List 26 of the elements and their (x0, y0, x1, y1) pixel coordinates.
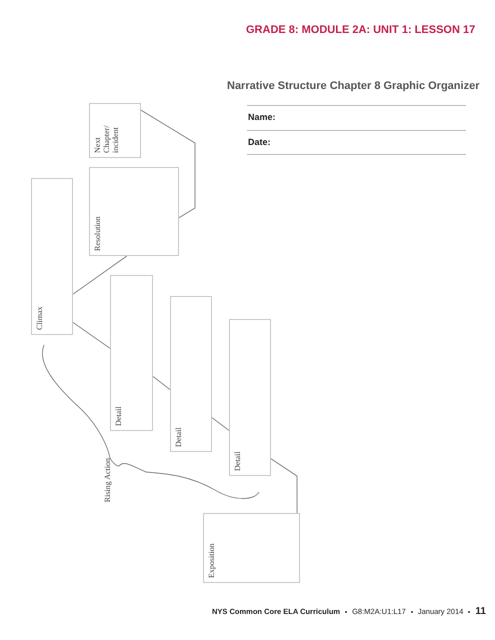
title: Narrative Structure Chapter 8 Graphic Organizer (227, 80, 480, 92)
text-box (170, 296, 212, 452)
connector-line (152, 376, 170, 390)
box-label: Detail (174, 426, 183, 447)
connector-line (72, 322, 110, 349)
text-box (89, 103, 141, 158)
text-box (31, 178, 73, 335)
field-label: Name: (248, 112, 276, 122)
box-label: Next Chapter/ incident (93, 124, 120, 153)
text-box (89, 167, 179, 256)
box-label: Detail (114, 405, 123, 426)
box-label: Exposition (207, 542, 216, 578)
connector-line (140, 110, 196, 218)
connector-line (212, 417, 230, 431)
box-label: Climax (35, 305, 44, 330)
text-box (203, 513, 300, 583)
connector-line (72, 256, 128, 295)
field-label: Date: (248, 137, 271, 147)
footer-text: 11 (475, 606, 486, 617)
brace-label: Rising Action (103, 458, 112, 502)
box-label: Resolution (93, 215, 102, 251)
text-box (229, 319, 271, 476)
box-label: Detail (233, 450, 242, 471)
page-header: GRADE 8: MODULE 2A: UNIT 1: LESSON 17 (246, 24, 476, 36)
text-box (110, 275, 153, 431)
connector-line (270, 458, 298, 514)
